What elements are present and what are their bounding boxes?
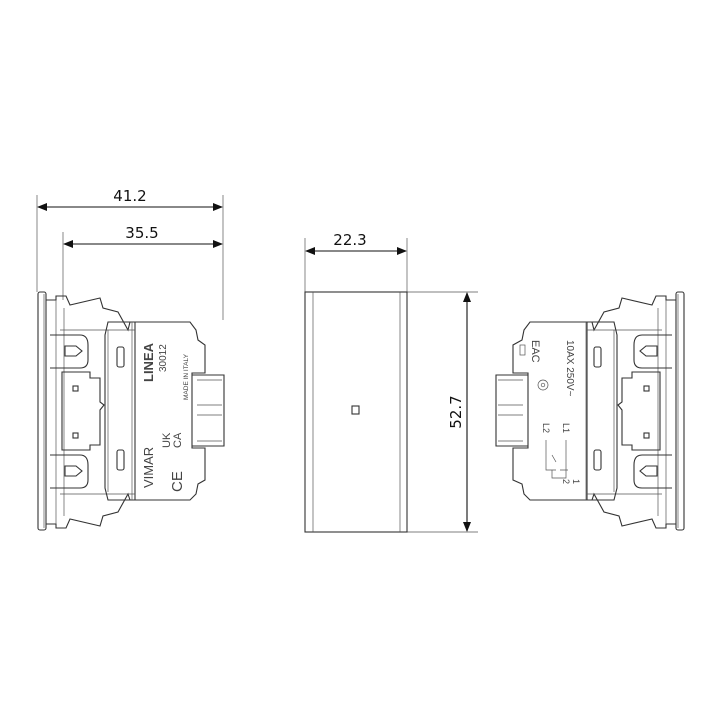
indicator-led bbox=[351, 405, 360, 415]
product-code: 30012 bbox=[158, 344, 169, 372]
dimension-height: 52.7 bbox=[407, 291, 478, 533]
dimension-label: 22.3 bbox=[333, 231, 366, 249]
terminal-l2-label: L2 bbox=[541, 423, 551, 433]
series-label: LINEA bbox=[141, 342, 156, 382]
dimension-label: 52.7 bbox=[447, 395, 465, 428]
rating-label: 10AX 250V~ bbox=[564, 340, 575, 397]
front-view bbox=[304, 291, 408, 533]
right-side-view: EAC 10AX 250V~ L1 L2 1 2 bbox=[495, 291, 685, 531]
terminal-1-label: 1 bbox=[571, 479, 581, 484]
origin-label: MADE IN ITALY bbox=[183, 353, 190, 400]
dimension-label: 35.5 bbox=[125, 224, 158, 242]
dimension-body-depth: 35.5 bbox=[62, 224, 223, 300]
ukca-mark-ca: CA bbox=[172, 432, 184, 448]
brand-label: VIMAR bbox=[141, 447, 156, 488]
dimension-label: 41.2 bbox=[113, 187, 146, 205]
dimension-front-width: 22.3 bbox=[304, 231, 408, 292]
terminal-l1-label: L1 bbox=[561, 423, 571, 433]
ukca-mark-uk: UK bbox=[161, 432, 173, 448]
ce-mark: CE bbox=[169, 471, 186, 492]
left-side-view: LINEA 30012 MADE IN ITALY VIMAR UK CA CE bbox=[37, 291, 225, 531]
eac-mark: EAC bbox=[529, 340, 541, 363]
dimension-overall-depth: 41.2 bbox=[36, 187, 224, 320]
terminal-2-label: 2 bbox=[561, 479, 571, 484]
